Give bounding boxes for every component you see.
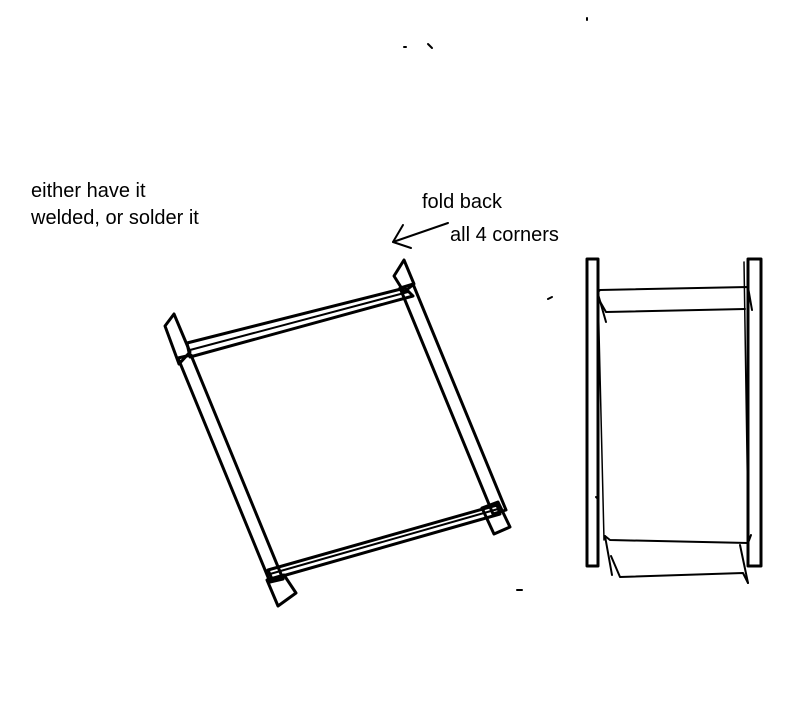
upright-frame-top-bar-lower-edge [597, 297, 746, 313]
upright-frame-top-bar [597, 286, 753, 311]
fold-arrow-shaft [392, 222, 449, 243]
upright-frame-left-rail [585, 257, 600, 568]
fold-arrow-head [392, 224, 412, 249]
fold-note-line2: all 4 corners [450, 224, 559, 246]
upright-frame-bottom-right-fold [739, 544, 749, 584]
tilted-frame-right-bar [398, 282, 508, 516]
tilted-frame-left-top-flap [163, 312, 192, 366]
weld-note-line1: either have it [31, 180, 146, 202]
tilted-frame-bottom-bar [266, 503, 502, 581]
tilted-frame [163, 258, 512, 608]
ink-speck [427, 43, 433, 49]
ink-specks [403, 17, 598, 591]
fold-arrow [392, 222, 449, 249]
ink-speck [547, 296, 553, 300]
tilted-frame-right-bottom-flap [480, 500, 512, 536]
upright-frame-right-rail [746, 257, 763, 568]
upright-frame-inner-right-edge [743, 261, 749, 521]
upright-frame-bottom-bar-lower-edge [610, 555, 749, 584]
upright-frame-top-left-fold [597, 293, 607, 323]
tilted-frame-bottom-bar-inner-edge [269, 508, 499, 575]
weld-note-line2: welded, or solder it [31, 207, 199, 229]
ink-speck [595, 496, 598, 499]
tilted-frame-left-bar [176, 353, 285, 584]
tilted-frame-right-top-flap [392, 258, 416, 294]
fold-note-line1: fold back [422, 191, 503, 213]
upright-frame-bottom-left-fold [604, 535, 613, 576]
tilted-frame-top-bar-inner-edge [189, 291, 409, 351]
upright-frame [585, 257, 763, 584]
upright-frame-inner-left-edge [597, 289, 605, 541]
tilted-frame-left-bottom-flap [265, 573, 298, 608]
tilted-frame-top-bar [185, 286, 415, 359]
upright-frame-bottom-bar [604, 534, 752, 544]
